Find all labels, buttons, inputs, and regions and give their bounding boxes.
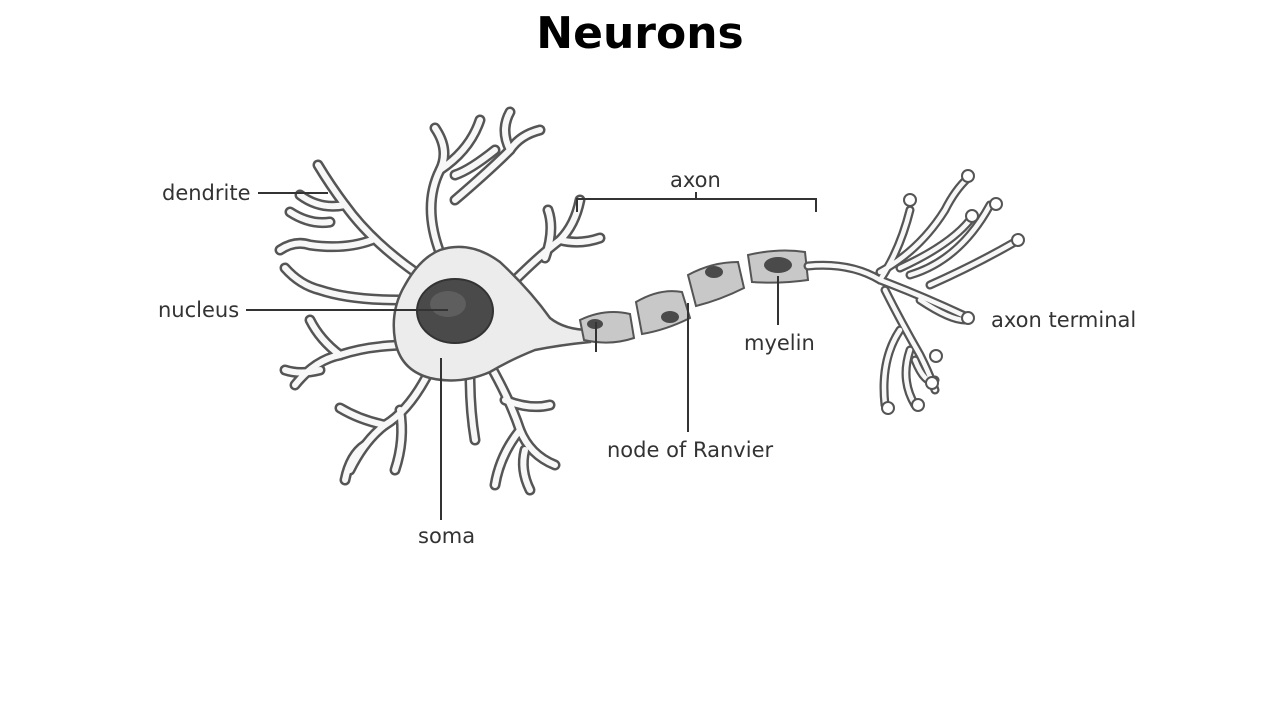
terminal-bouton [965,209,979,223]
myelin-label: myelin [744,331,815,355]
terminal-bouton [881,401,895,415]
myelin-segment [686,260,746,308]
terminal-bouton [903,193,917,207]
myelin-sheaths [578,249,810,344]
terminal-bouton [1011,233,1025,247]
terminal-bouton [989,197,1003,211]
myelin-segment [634,290,692,336]
dendrite-label: dendrite [162,181,251,205]
myelin-segment [746,249,810,284]
dendrites [274,106,606,496]
terminal-bouton [929,349,943,363]
myelin-segment [578,311,636,344]
slide-title: Neurons [536,8,744,59]
axon-label: axon [670,168,721,192]
node-of-ranvier-label: node of Ranvier [607,438,773,462]
terminal-bouton [961,311,975,325]
terminal-bouton [911,398,925,412]
soma-label: soma [418,524,475,548]
terminal-bouton [925,376,939,390]
axon-terminal-label: axon terminal [991,308,1136,332]
nucleus-label: nucleus [158,298,239,322]
axon-bracket [576,198,817,212]
terminal-bouton [961,169,975,183]
leader-lines [246,192,817,520]
axon-terminal-branches [803,169,1025,415]
